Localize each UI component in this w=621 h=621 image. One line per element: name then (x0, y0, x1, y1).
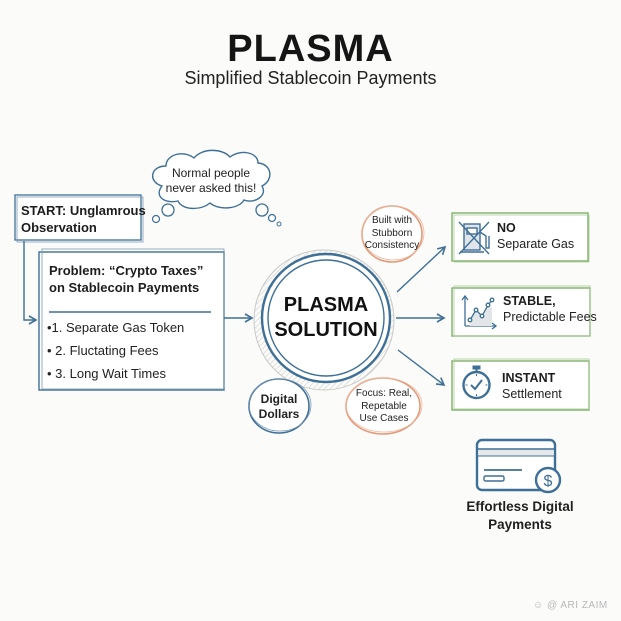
built-with-line: Consistency (364, 240, 420, 251)
problem-item: • 3. Long Wait Times (47, 366, 166, 381)
focus-line: Use Cases (359, 413, 409, 424)
page-title: PLASMA (227, 28, 394, 70)
outcome-title: STABLE, (503, 294, 556, 308)
problem-title-line-1: Problem: “Crypto Taxes” (49, 263, 204, 278)
bubble-dot (255, 203, 269, 217)
digital-dollars-circle (248, 378, 312, 434)
stopwatch-icon (462, 365, 491, 400)
outcome-subtitle: Settlement (502, 387, 562, 401)
focus-label: Focus: Real, Repetable Use Cases (348, 388, 420, 426)
credit-card-dollar-icon (475, 438, 562, 494)
final-line-1: Effortless Digital (466, 499, 574, 514)
focus-circle (345, 377, 423, 435)
dollar-sign-icon: $ (544, 473, 553, 490)
solution-line-1: PLASMA (283, 294, 369, 316)
digital-dollars-line: Digital (260, 392, 298, 406)
final-label: Effortless Digital Payments (455, 498, 585, 534)
start-box-frame (14, 194, 144, 243)
watermark: ☺ @ ARI ZAIM (533, 600, 608, 611)
outcome-no-gas: NO Separate Gas (497, 220, 574, 252)
built-with-label: Built with Stubborn Consistency (360, 215, 424, 253)
problem-title-line-2: on Stablecoin Payments (49, 280, 200, 295)
start-box: START: Unglamrous Observation (21, 202, 146, 236)
arrow-to-no-gas (396, 245, 447, 293)
thought-line-2: never asked this! (165, 181, 257, 195)
outcome-subtitle: Predictable Fees (503, 310, 597, 324)
outcome-subtitle: Separate Gas (497, 237, 575, 251)
bubble-dot (267, 213, 277, 223)
outcome-title: NO (497, 221, 516, 235)
outcome-instant: INSTANT Settlement (502, 370, 562, 402)
problem-item: •1. Separate Gas Token (47, 320, 185, 335)
solution-line-2: SOLUTION (274, 319, 378, 341)
focus-line: Focus: Real, (355, 388, 413, 399)
line-chart-icon (461, 294, 498, 330)
solution-label: PLASMA SOLUTION (266, 293, 386, 343)
outcome-stable-fees: STABLE, Predictable Fees (503, 293, 597, 325)
thought-bubble-text: Normal people never asked this! (162, 166, 260, 196)
final-line-2: Payments (488, 517, 552, 532)
problem-box-frame (38, 248, 225, 391)
start-line-2: Observation (21, 220, 97, 235)
start-line-1: START: Unglamrous (21, 203, 146, 218)
problem-list: •1. Separate Gas Token • 2. Fluctating F… (47, 316, 222, 385)
arrow-to-instant (397, 349, 446, 386)
thought-line-1: Normal people (171, 166, 251, 180)
digital-dollars-line: Dollars (258, 407, 300, 421)
solution-circle (253, 249, 395, 391)
bubble-dot (151, 214, 161, 224)
built-with-circle (361, 205, 425, 263)
bubble-dot (161, 203, 175, 217)
built-with-line: Stubborn (371, 227, 413, 239)
no-gas-pump-icon (458, 221, 490, 255)
thought-bubble (151, 149, 282, 227)
focus-line: Repetable (361, 400, 407, 412)
built-with-line: Built with (371, 215, 412, 226)
bubble-dot (276, 221, 282, 227)
problem-item: • 2. Fluctating Fees (47, 343, 159, 358)
problem-box: Problem: “Crypto Taxes” on Stablecoin Pa… (49, 262, 224, 296)
page-subtitle: Simplified Stablecoin Payments (184, 68, 437, 88)
digital-dollars-label: Digital Dollars (250, 392, 308, 422)
connector-arrow (23, 241, 38, 325)
outcome-title: INSTANT (502, 371, 556, 385)
